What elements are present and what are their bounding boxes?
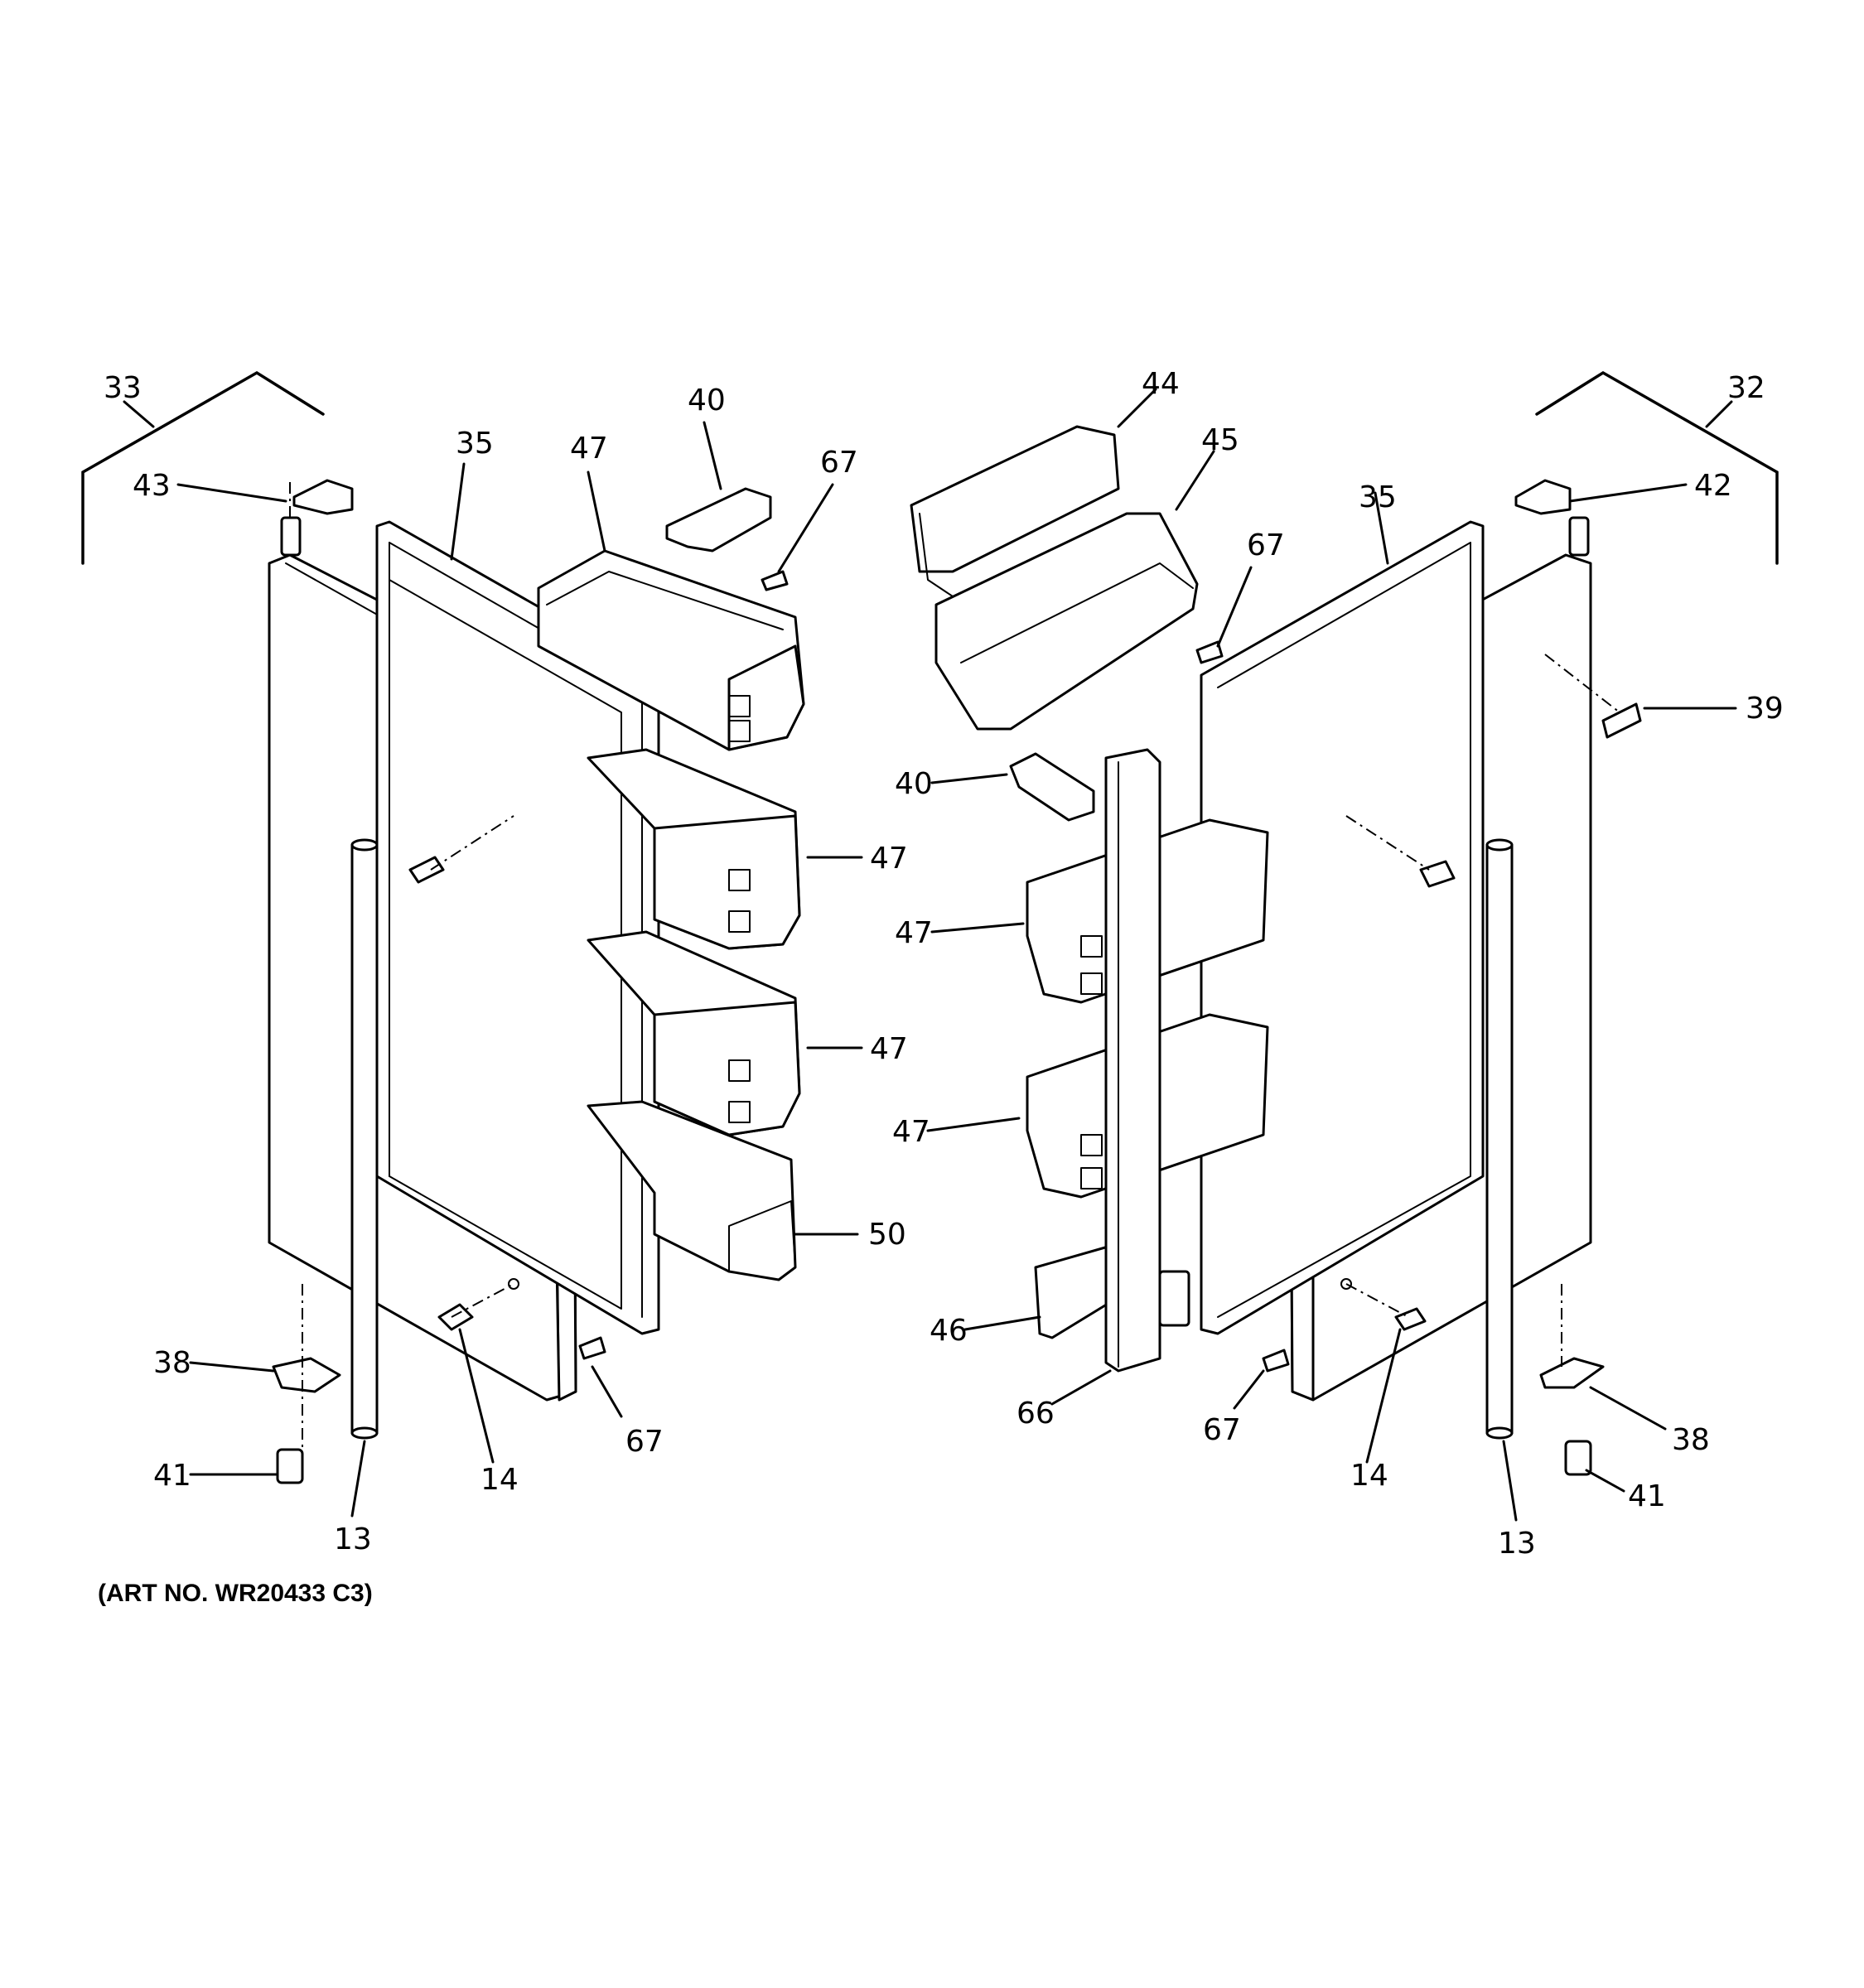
left-hinge-38 (272, 1357, 341, 1393)
art-number: (ART NO. WR20433 C3) (98, 1580, 373, 1607)
right-clip-67 (1195, 640, 1224, 664)
left-clip-67-lower (578, 1336, 606, 1360)
callout-67-left-bottom: 67 (625, 1425, 664, 1459)
callout-40-left: 40 (688, 384, 726, 417)
callout-67-right-bottom: 67 (1203, 1413, 1241, 1447)
callout-41-right: 41 (1628, 1479, 1666, 1513)
callout-47-left-low: 47 (870, 1032, 908, 1066)
callout-47-left-top: 47 (570, 432, 608, 466)
callout-67-right-top: 67 (1247, 528, 1285, 562)
left-door-assembly (81, 370, 863, 1518)
right-door-gasket (1200, 520, 1485, 1335)
left-bin-2 (587, 748, 801, 950)
right-door-assembly (910, 370, 1779, 1522)
bracket-32 (1535, 370, 1779, 565)
callout-40-right: 40 (895, 767, 933, 801)
callout-44: 44 (1142, 367, 1180, 401)
callout-43: 43 (133, 469, 171, 503)
callout-35-right: 35 (1359, 480, 1397, 514)
right-pad-14-upper (1419, 860, 1456, 888)
callout-45: 45 (1201, 423, 1239, 457)
bracket-33 (81, 370, 325, 565)
callout-46: 46 (930, 1314, 968, 1348)
callout-14-left: 14 (480, 1463, 519, 1497)
callout-42: 42 (1694, 469, 1732, 503)
left-handle-rod (350, 838, 379, 1440)
right-trim-66 (1104, 748, 1190, 1373)
right-bin-45 (934, 512, 1199, 731)
right-cap-40 (1009, 752, 1095, 822)
left-clip-67 (761, 570, 789, 591)
callout-47-right-low: 47 (892, 1115, 930, 1149)
callout-47-right-top: 47 (895, 916, 933, 950)
left-hinge-pin (280, 516, 302, 557)
right-bushing-41 (1564, 1440, 1592, 1476)
right-clip-67-lower (1262, 1349, 1290, 1373)
left-hinge-43 (292, 479, 354, 515)
left-upper-bin (537, 549, 805, 751)
leader-33 (123, 400, 155, 428)
right-handle-rod (1485, 838, 1514, 1440)
callout-33: 33 (104, 371, 142, 405)
callout-50: 50 (868, 1218, 906, 1252)
callout-labels: 33 43 35 47 40 67 47 47 50 38 41 14 13 6… (98, 367, 1784, 1607)
left-pad-14-upper (408, 856, 445, 884)
callout-14-right: 14 (1350, 1459, 1388, 1493)
right-hinge-42 (1514, 479, 1572, 515)
callout-47-left-mid: 47 (870, 842, 908, 876)
right-badge-39 (1601, 702, 1642, 739)
callout-39: 39 (1746, 692, 1784, 726)
right-hinge-38 (1539, 1357, 1605, 1389)
callout-67-left-top: 67 (820, 446, 858, 480)
callout-38-right: 38 (1672, 1423, 1710, 1457)
callout-32: 32 (1727, 371, 1765, 405)
callout-35-left: 35 (456, 427, 494, 461)
right-pad-14 (1394, 1307, 1427, 1331)
left-bin-3 (587, 930, 801, 1136)
callout-66: 66 (1017, 1397, 1055, 1431)
callout-38-left: 38 (153, 1346, 191, 1380)
left-bushing-41 (276, 1448, 304, 1484)
left-pad-14 (437, 1303, 474, 1331)
callout-13-left: 13 (334, 1522, 372, 1556)
right-hinge-pin (1568, 516, 1590, 557)
left-bottom-bin (587, 1100, 797, 1281)
left-cap-40 (665, 487, 772, 552)
callout-13-right: 13 (1498, 1527, 1536, 1561)
callout-41-left: 41 (153, 1459, 191, 1493)
right-top-bin-44 (910, 425, 1120, 597)
